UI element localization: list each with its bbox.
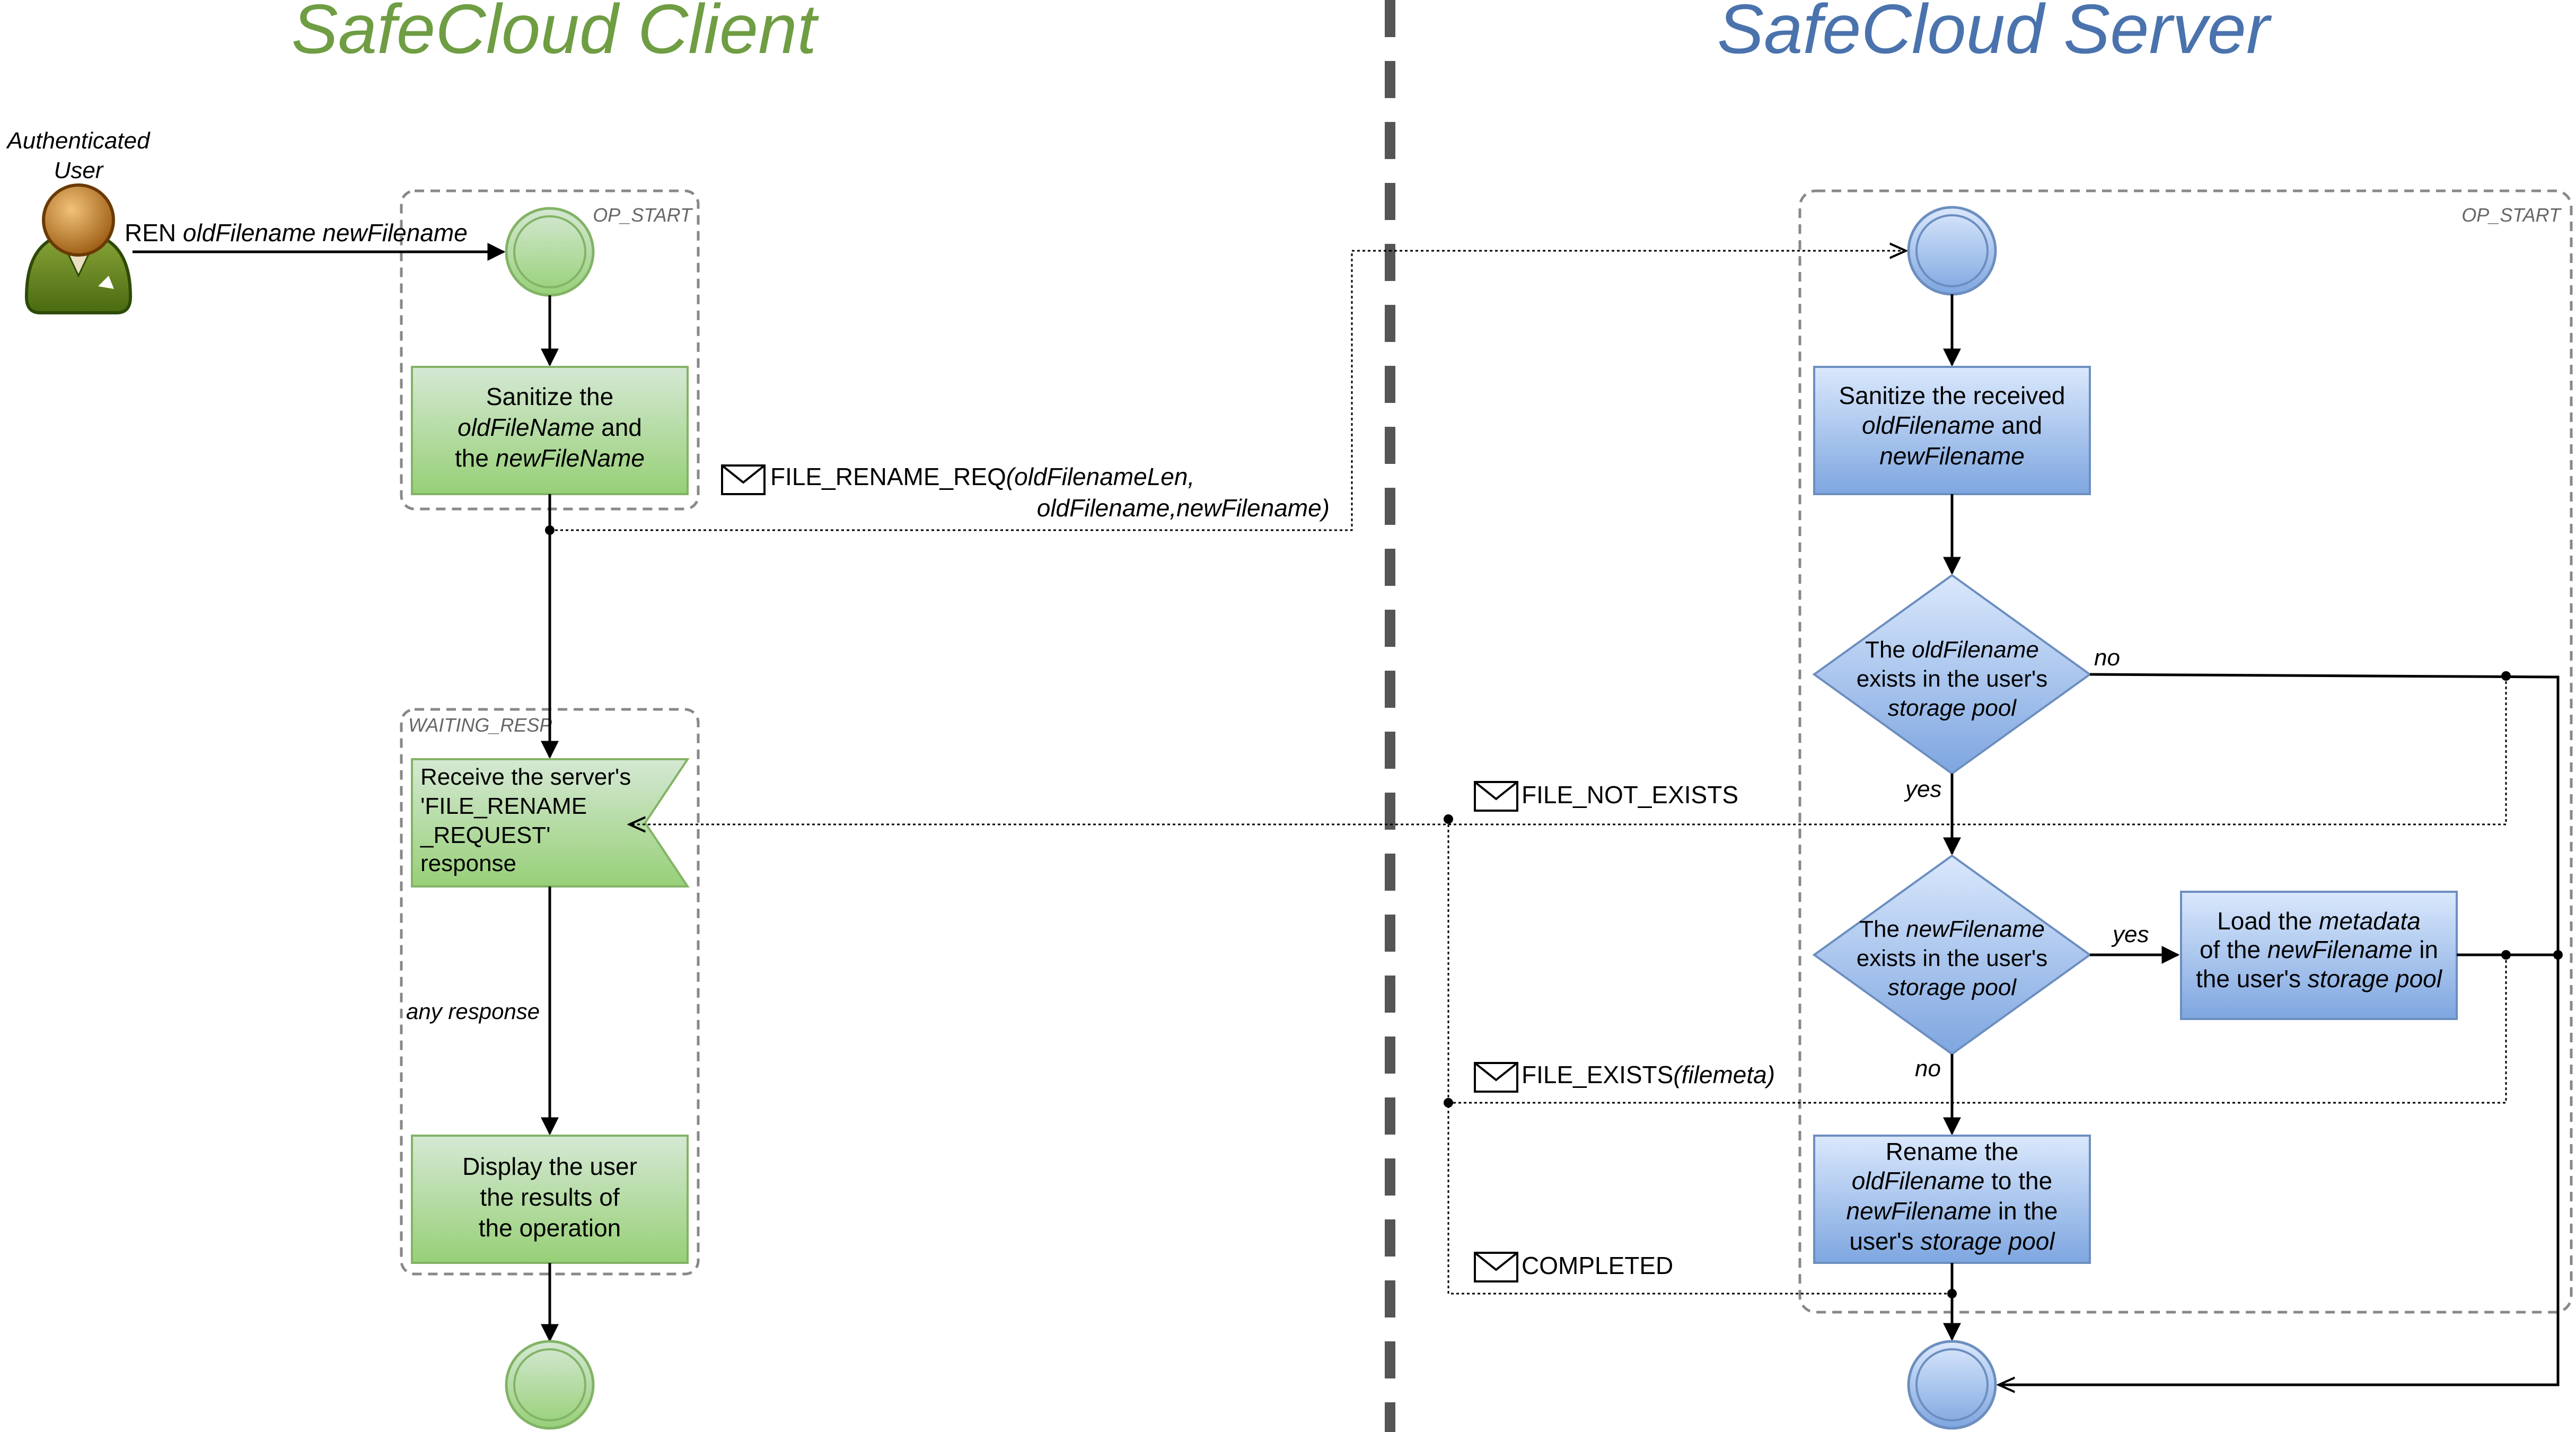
decision2-line1: The newFilename: [1859, 916, 2045, 942]
any-response-label-bg: [404, 997, 547, 1026]
client-title: SafeCloud Client: [292, 0, 820, 68]
decision1-line1: The oldFilename: [1865, 637, 2039, 663]
completed-message-edge: [1447, 819, 1952, 1295]
decision2-line2: exists in the user's: [1857, 945, 2048, 971]
server-sanitize-line2: oldFilename and: [1862, 411, 2042, 439]
request-message-edge: [550, 251, 1906, 531]
load-metadata-line1: Load the metadata: [2217, 907, 2421, 935]
client-start-event: [505, 207, 595, 297]
decision2-yes-label: yes: [2111, 921, 2149, 947]
edge-decision1-no: [1999, 673, 2560, 1385]
client-receive-line2: 'FILE_RENAME: [420, 793, 587, 819]
not-exists-message-edge: [629, 676, 2507, 824]
client-end-event: [505, 1340, 595, 1430]
server-title: SafeCloud Server: [1717, 0, 2272, 68]
request-message-line2: oldFilename,newFilename): [1037, 494, 1330, 522]
client-sanitize-line3: the newFileName: [455, 444, 645, 472]
rename-task: [1813, 1135, 2091, 1264]
client-op-start-label: OP_START: [593, 204, 693, 226]
decision1-yes-label: yes: [1904, 776, 1941, 802]
not-exists-message-label: FILE_NOT_EXISTS: [1522, 781, 1738, 809]
actor-label-line2: User: [54, 157, 104, 183]
exists-message-edge: [1448, 955, 2507, 1104]
load-metadata-line2: of the newFilename in: [2200, 936, 2438, 963]
client-receive-response-event: [411, 758, 690, 888]
client-receive-line1: Receive the server's: [420, 764, 631, 790]
decision1-line2: exists in the user's: [1857, 666, 2048, 692]
rename-line2: oldFilename to the: [1852, 1167, 2052, 1194]
server-sanitize-line3: newFilename: [1879, 442, 2025, 470]
client-receive-line4: response: [420, 850, 516, 876]
rename-line4: user's storage pool: [1849, 1227, 2055, 1255]
rename-line3: newFilename in the: [1847, 1197, 2058, 1225]
load-metadata-task: [2180, 891, 2458, 1020]
decision2-no-label: no: [1915, 1056, 1941, 1082]
server-start-event: [1907, 206, 1997, 296]
client-sanitize-line1: Sanitize the: [486, 383, 613, 410]
any-response-label: any response: [406, 999, 540, 1024]
not-exists-envelope-icon: [1474, 781, 1518, 812]
load-metadata-line3: the user's storage pool: [2196, 965, 2443, 992]
decision1-line3: storage pool: [1888, 695, 2017, 721]
client-display-line1: Display the user: [462, 1153, 637, 1180]
client-display-line3: the operation: [479, 1214, 621, 1242]
completed-message-label: COMPLETED: [1522, 1252, 1673, 1279]
decision2-line3: storage pool: [1888, 974, 2017, 1000]
user-icon: [24, 183, 133, 314]
request-envelope-icon: [721, 464, 766, 495]
server-op-start-group: [1798, 189, 2573, 1314]
server-op-start-label: OP_START: [2461, 204, 2562, 226]
completed-envelope-icon: [1474, 1252, 1518, 1282]
client-waiting-label: WAITING_RESP: [408, 714, 552, 736]
end-merge-junction: [2553, 950, 2563, 960]
exists-envelope-icon: [1474, 1062, 1518, 1093]
exists-message-label: FILE_EXISTS(filemeta): [1522, 1061, 1775, 1088]
user-command-label: REN oldFilename newFilename: [125, 219, 468, 247]
decision1-no-label: no: [2094, 645, 2120, 671]
client-sanitize-line2: oldFileName and: [458, 414, 642, 441]
client-display-task: [411, 1135, 689, 1264]
client-display-line2: the results of: [480, 1183, 620, 1211]
server-end-event: [1907, 1340, 1997, 1430]
server-sanitize-line1: Sanitize the received: [1839, 382, 2065, 409]
request-message-line1: FILE_RENAME_REQ(oldFilenameLen,: [770, 463, 1194, 490]
client-receive-line3: _REQUEST': [420, 822, 551, 848]
actor-label-line1: Authenticated: [5, 128, 151, 154]
rename-line1: Rename the: [1886, 1138, 2019, 1165]
server-sanitize-task: [1813, 366, 2091, 495]
